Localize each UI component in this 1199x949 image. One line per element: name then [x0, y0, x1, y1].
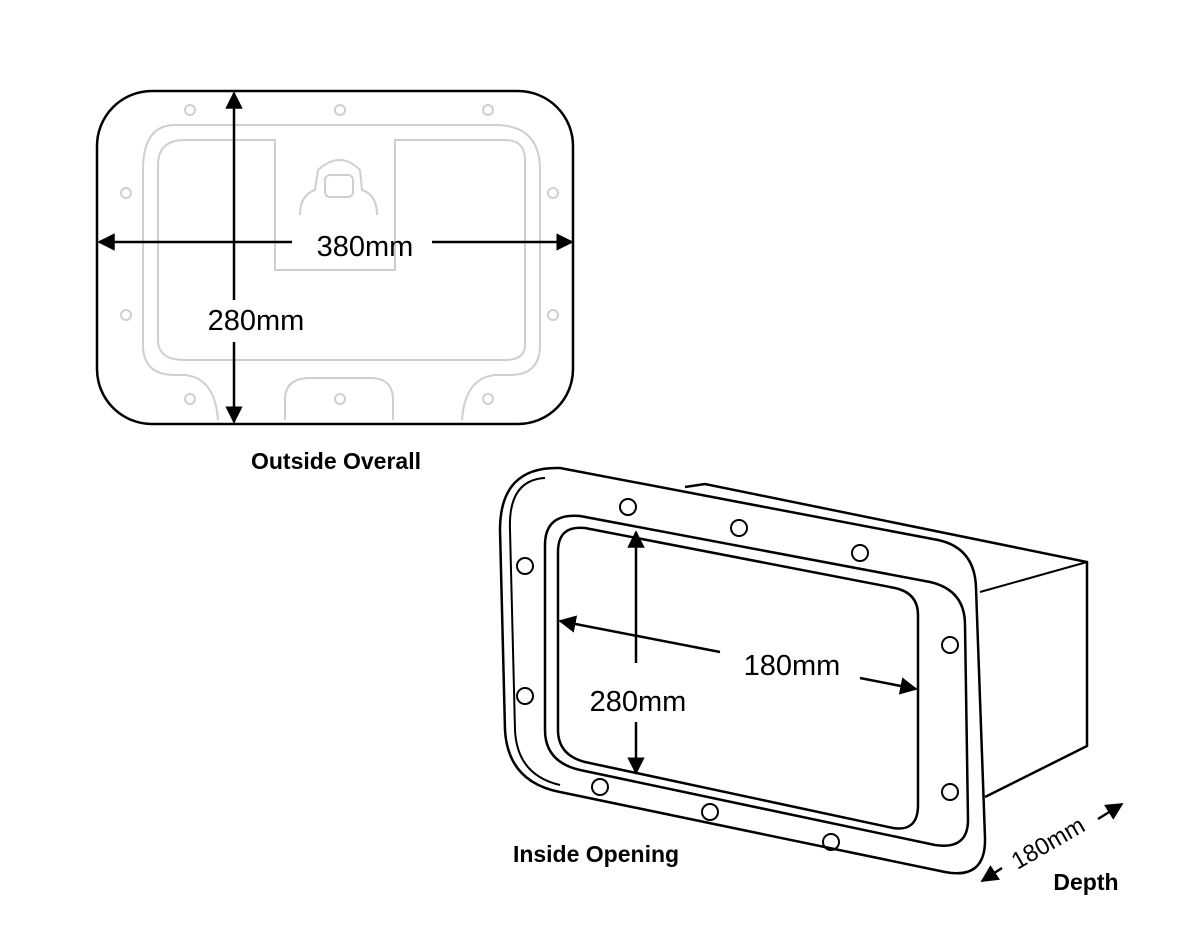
inside-height-label: 280mm — [590, 686, 687, 718]
outer-flange — [498, 466, 987, 875]
inside-opening — [556, 526, 920, 830]
bolt-holes — [516, 498, 959, 851]
inner-flange — [543, 514, 970, 847]
outside-overall-caption: Outside Overall — [251, 448, 421, 474]
outside-width-label: 380mm — [317, 231, 414, 263]
inside-opening-caption: Inside Opening — [513, 841, 679, 867]
outside-height-label: 280mm — [208, 305, 305, 337]
depth-value-label: 180mm — [1007, 812, 1090, 875]
perspective-view — [498, 466, 1124, 883]
faint-inner-detail — [120, 104, 559, 421]
depth-caption: Depth — [1053, 869, 1118, 895]
top-view: 380mm 280mm Outside Overall — [95, 89, 575, 474]
outer-outline — [95, 89, 575, 426]
inside-width-label: 180mm — [744, 650, 841, 682]
